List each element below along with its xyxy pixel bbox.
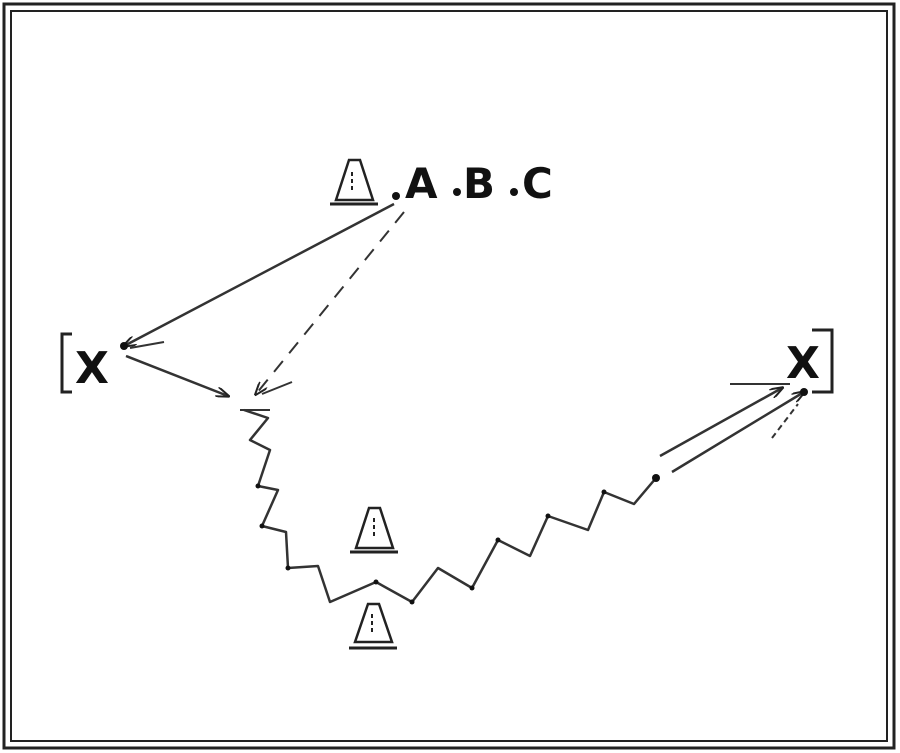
arrow-accent — [129, 341, 165, 349]
cone-icon — [350, 506, 398, 554]
label-c: C — [522, 159, 553, 208]
path-dot — [495, 537, 501, 543]
left-marker: X — [60, 332, 109, 394]
player-dot-icon — [392, 192, 400, 200]
path-dot — [409, 599, 415, 605]
player-dot-icon — [800, 388, 808, 396]
label-a: A — [405, 159, 438, 208]
player-dot-icon — [510, 188, 518, 196]
label-b: B — [463, 159, 495, 208]
arrow-icon — [659, 388, 782, 458]
arrow-icon — [256, 211, 405, 394]
left-marker-label: X — [75, 343, 109, 394]
player-dot-icon — [120, 342, 128, 350]
path-dot — [545, 513, 551, 519]
arrow-accent — [771, 403, 799, 439]
path-dot — [601, 489, 607, 495]
path-dot — [469, 585, 475, 591]
right-marker: X — [786, 328, 834, 394]
player-dot-icon — [453, 188, 461, 196]
path-dot — [373, 579, 379, 585]
path-dot — [259, 523, 265, 529]
path-dot — [255, 483, 261, 489]
arrow-icon — [125, 354, 228, 396]
right-marker-label: X — [786, 338, 820, 389]
cone-icon — [330, 158, 378, 206]
cone-icon — [349, 602, 397, 650]
path-dot — [285, 565, 291, 571]
zigzag-path — [243, 408, 657, 604]
arrow-accent — [261, 381, 293, 395]
player-dot-icon — [652, 474, 660, 482]
arrow-icon — [671, 392, 804, 474]
inner-frame — [10, 10, 888, 742]
arrow-icon — [124, 202, 395, 346]
